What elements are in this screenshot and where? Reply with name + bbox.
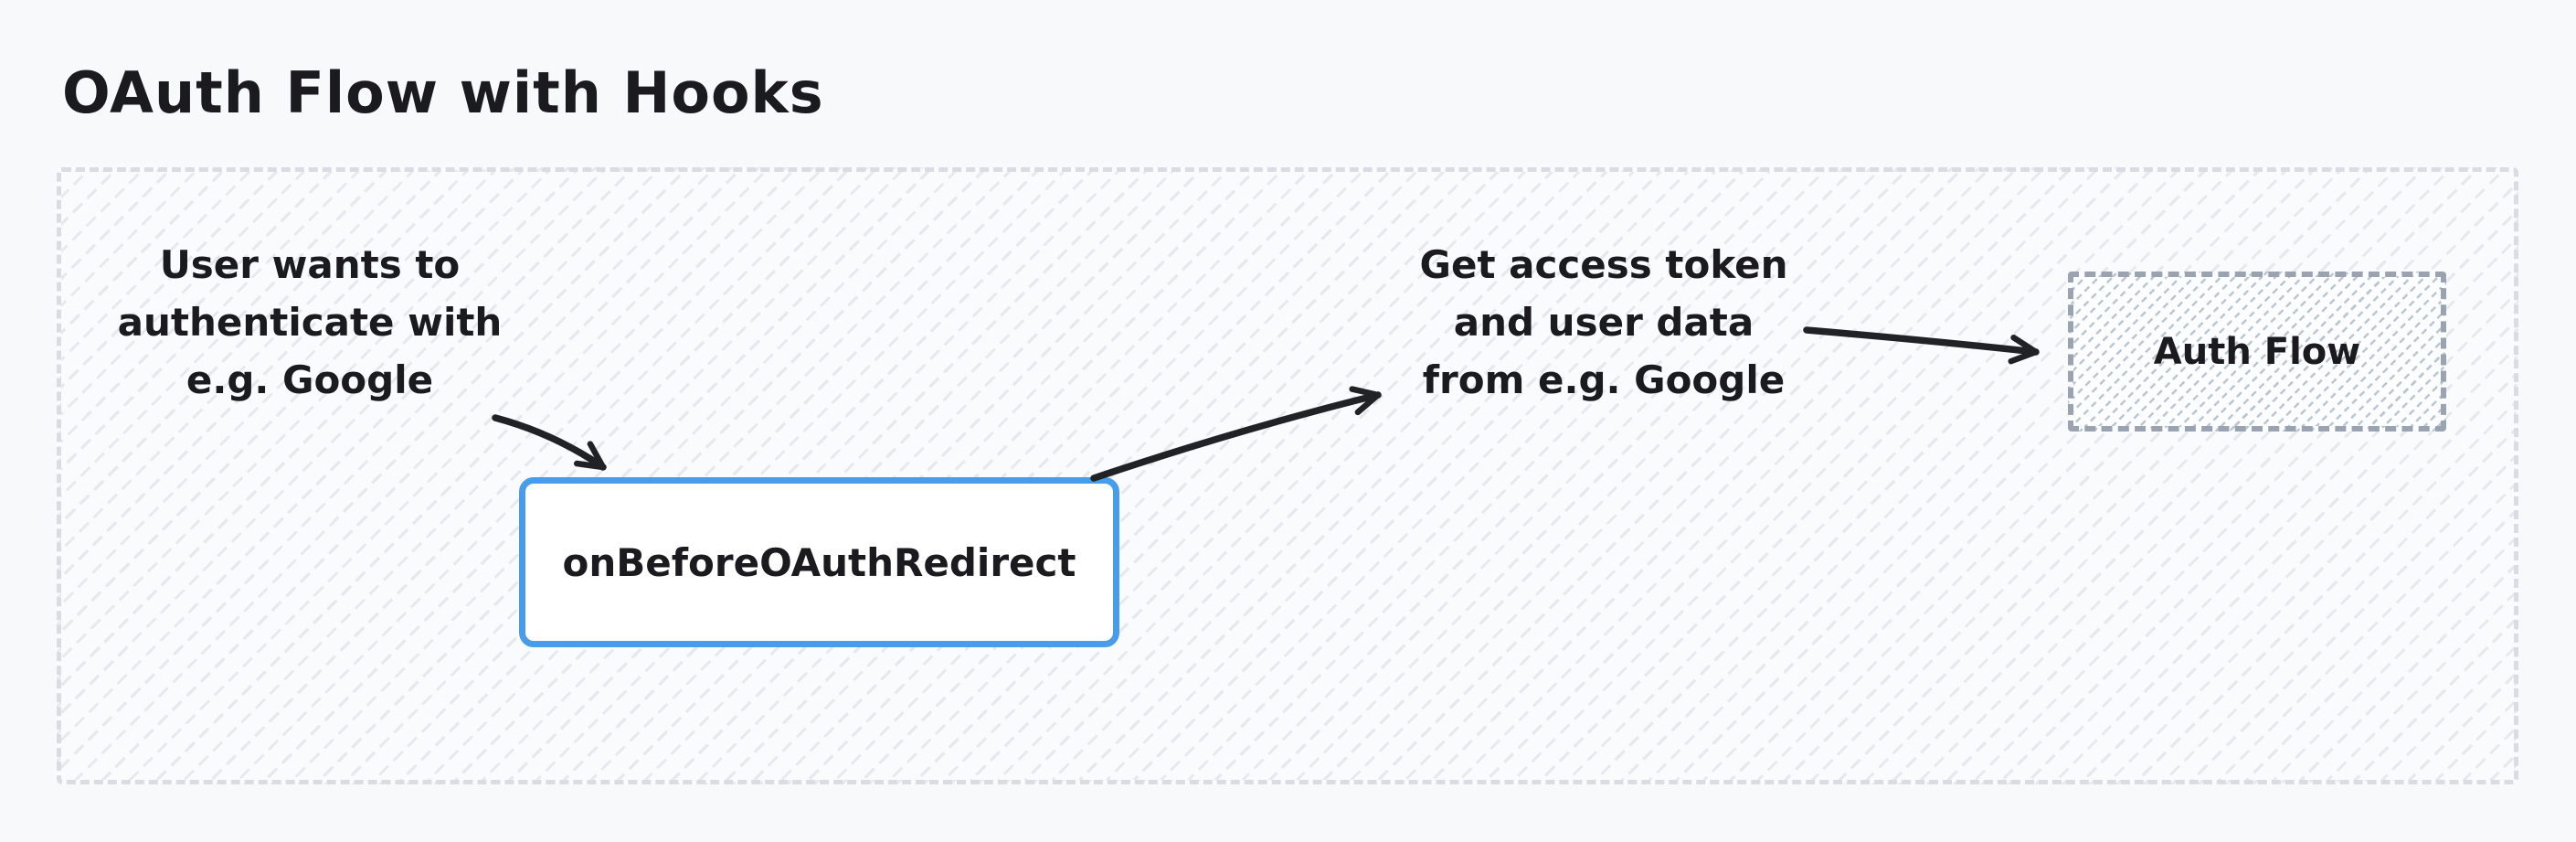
node-auth-flow-label: Auth Flow [2153, 330, 2361, 373]
note-get-access-token: Get access token and user data from e.g.… [1419, 242, 1788, 402]
node-onbeforeoauthredirect-label: onBeforeOAuthRedirect [562, 539, 1076, 585]
node-auth-flow: Auth Flow [2068, 272, 2446, 432]
note-user-wants-to-authenticate: User wants to authenticate with e.g. Goo… [117, 242, 503, 402]
diagram-title: OAuth Flow with Hooks [62, 59, 824, 126]
node-onbeforeoauthredirect: onBeforeOAuthRedirect [519, 477, 1119, 647]
